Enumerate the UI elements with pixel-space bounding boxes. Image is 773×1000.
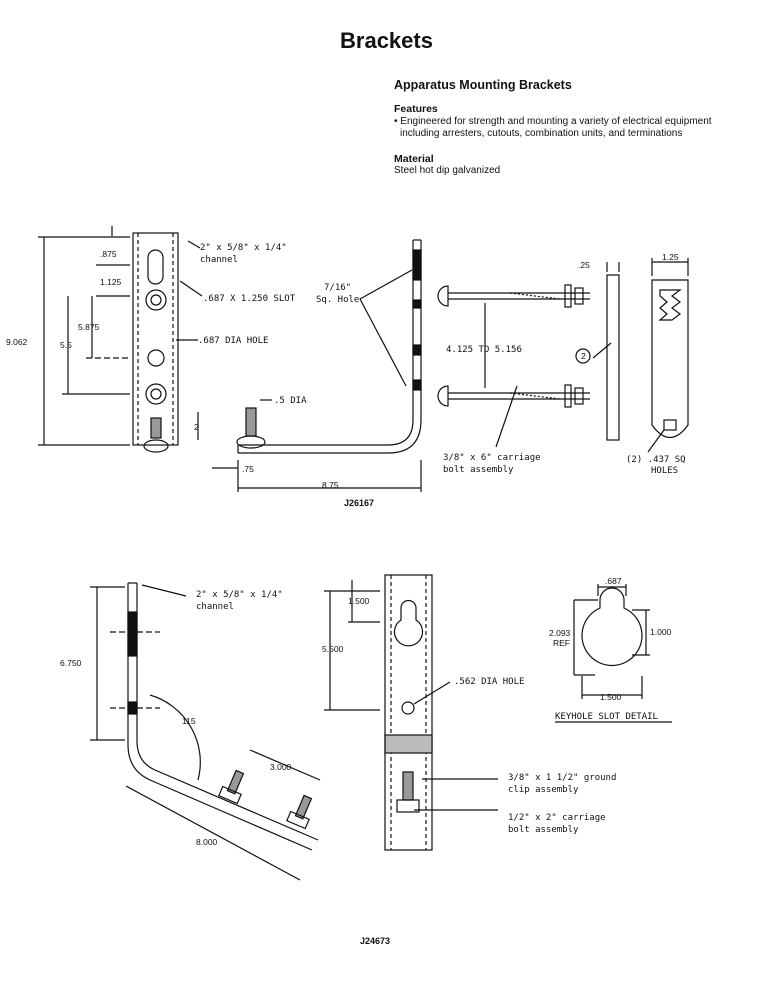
dim-875: .875	[100, 249, 117, 259]
dim-angle: 115	[182, 716, 196, 726]
carriage-label-2b: bolt assembly	[508, 825, 579, 835]
page-title: Brackets	[340, 28, 433, 53]
carriage-label-1b: bolt assembly	[443, 465, 514, 475]
dim-125: 1.25	[662, 252, 679, 262]
material-label: Material	[394, 153, 434, 165]
dim-75: .75	[242, 464, 254, 474]
channel-label-1b: channel	[200, 255, 238, 265]
dim-range: 4.125 TO 5.156	[446, 345, 522, 355]
dim-5875: 5.875	[78, 322, 100, 332]
sq-hole-label-a: 7/16"	[324, 283, 351, 293]
drawing-code-2: J24673	[360, 936, 391, 946]
dim-6750: 6.750	[60, 658, 82, 668]
carriage-bolt-assembly	[437, 262, 620, 448]
channel-label-2a: 2" x 5/8" x 1/4"	[196, 590, 283, 600]
sq-hole-label-b: Sq. Hole	[316, 295, 359, 305]
material-text: Steel hot dip galvanized	[394, 165, 501, 176]
dia-5-label: .5 DIA	[274, 396, 307, 406]
dim-5500: 5.500	[322, 644, 344, 654]
dim-25: .25	[578, 260, 590, 270]
sq-holes-label-a: (2) .437 SQ	[626, 455, 686, 465]
bracket-front-view	[38, 226, 203, 453]
channel-label-2b: channel	[196, 602, 234, 612]
features-line-1: • Engineered for strength and mounting a…	[394, 116, 712, 127]
keyhole-slot-detail	[555, 584, 672, 723]
dim-2: 2	[194, 422, 199, 432]
ground-clip-label-b: clip assembly	[508, 785, 579, 795]
dim-3000: 3.000	[270, 762, 292, 772]
keyhole-title: KEYHOLE SLOT DETAIL	[555, 712, 658, 722]
key-dim-1000: 1.000	[650, 627, 672, 637]
dim-1125: 1.125	[100, 277, 122, 287]
section-subtitle: Apparatus Mounting Brackets	[394, 78, 572, 92]
plate-front-view	[647, 258, 689, 453]
key-dim-1500: 1.500	[600, 692, 622, 702]
dim-9062: 9.062	[6, 337, 28, 347]
bent-bracket-view	[90, 582, 321, 881]
bracket-front-view-2	[324, 574, 498, 851]
key-dim-2093: 2.093	[549, 628, 571, 638]
hole-label: .687 DIA HOLE	[198, 336, 268, 346]
slot-label: .687 X 1.250 SLOT	[203, 294, 296, 304]
carriage-label-1a: 3/8" x 6" carriage	[443, 453, 541, 463]
callout-2: 2	[581, 351, 586, 361]
features-line-2: including arresters, cutouts, combinatio…	[400, 128, 683, 139]
dim-55: 5.5	[60, 340, 72, 350]
hole-562-label: .562 DIA HOLE	[454, 677, 524, 687]
ground-clip-label-a: 3/8" x 1 1/2" ground	[508, 773, 616, 783]
key-dim-ref: REF	[553, 638, 570, 648]
channel-label-1a: 2" x 5/8" x 1/4"	[200, 243, 287, 253]
bracket-side-view	[212, 239, 422, 492]
dim-875b: 8.75	[322, 480, 339, 490]
drawing-code-1: J26167	[344, 498, 375, 508]
key-dim-687: .687	[605, 576, 622, 586]
dim-1500: 1.500	[348, 596, 370, 606]
features-label: Features	[394, 103, 438, 115]
dim-8000: 8.000	[196, 837, 218, 847]
carriage-label-2a: 1/2" x 2" carriage	[508, 813, 606, 823]
sq-holes-label-b: HOLES	[651, 466, 678, 476]
